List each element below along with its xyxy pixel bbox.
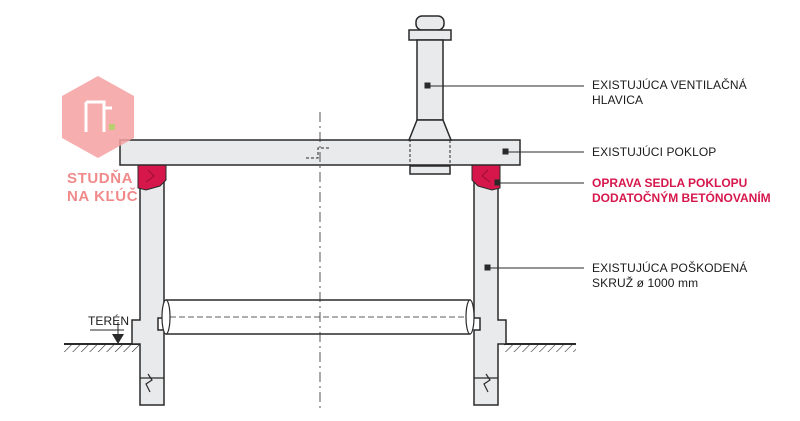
logo-line1: STUDŇA [67, 169, 133, 187]
terrain-marker [90, 322, 124, 344]
label-ventilation-line2: HLAVICA [592, 93, 643, 107]
ventilation-head [407, 15, 453, 175]
logo-well-icon [84, 100, 112, 132]
right-ring-wall [473, 167, 507, 406]
horizontal-pipe [161, 299, 475, 335]
label-ventilation-line1: EXISTUJÚCA VENTILAČNÁ [592, 77, 747, 92]
label-ring-line1: EXISTUJÚCA POŠKODENÁ [592, 260, 747, 275]
label-ring-line2: SKRUŽ ø 1000 mm [592, 275, 698, 290]
label-terrain: TERÉN [88, 313, 129, 328]
label-repair-line1: OPRAVA SEDLA POKLOPU [592, 176, 747, 190]
label-repair-line2: DODATOČNÝM BETÓNOVANÍM [592, 190, 771, 205]
leader-lines [424, 82, 584, 271]
label-cover: EXISTUJÚCI POKLOP [592, 144, 716, 159]
logo-line2: NA KĽÚČ [67, 187, 138, 205]
terrain-ground [64, 343, 576, 352]
logo-hexagon-icon [62, 76, 134, 158]
logo: STUDŇA NA KĽÚČ [62, 76, 138, 205]
